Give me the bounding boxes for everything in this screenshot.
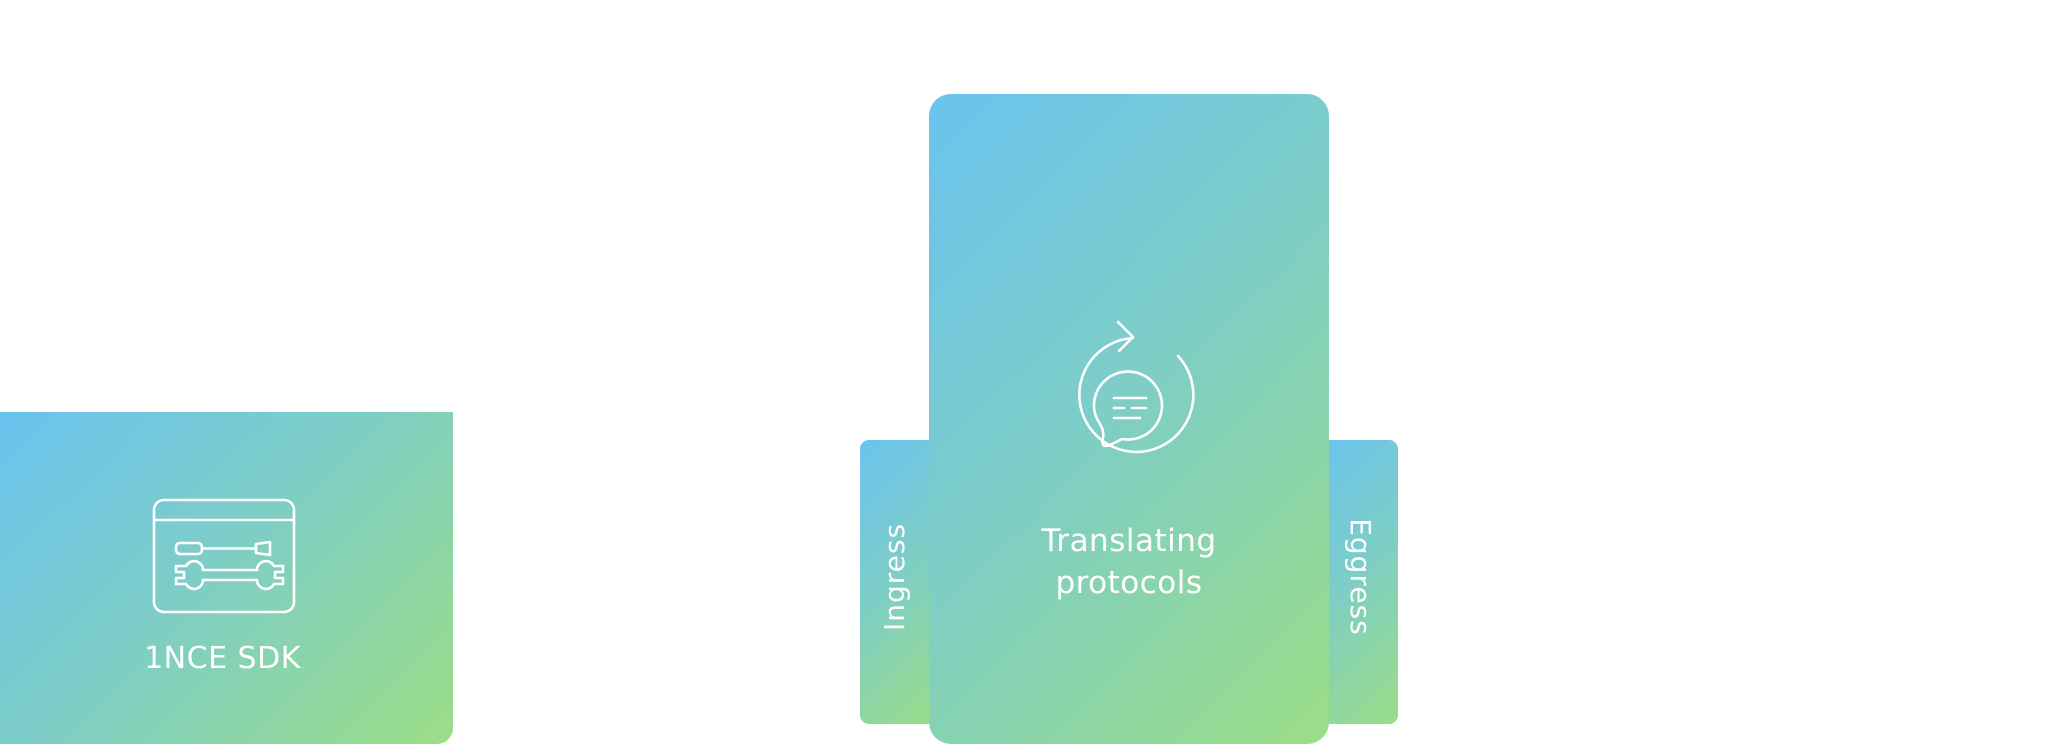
toolkit-window-icon — [152, 498, 296, 614]
ingress-label: Ingress — [878, 522, 911, 632]
protocol-label-line2: protocols — [1055, 565, 1203, 601]
cycle-chat-icon — [1078, 320, 1195, 454]
protocol-label-line1: Translating — [1041, 523, 1217, 559]
sdk-card — [0, 412, 453, 744]
sdk-label: 1NCE SDK — [144, 641, 301, 676]
ingress-tab — [860, 440, 940, 724]
protocol-label: Translating protocols — [929, 520, 1329, 604]
egress-tab — [1318, 440, 1398, 724]
egress-label: Eggress — [1344, 518, 1377, 636]
